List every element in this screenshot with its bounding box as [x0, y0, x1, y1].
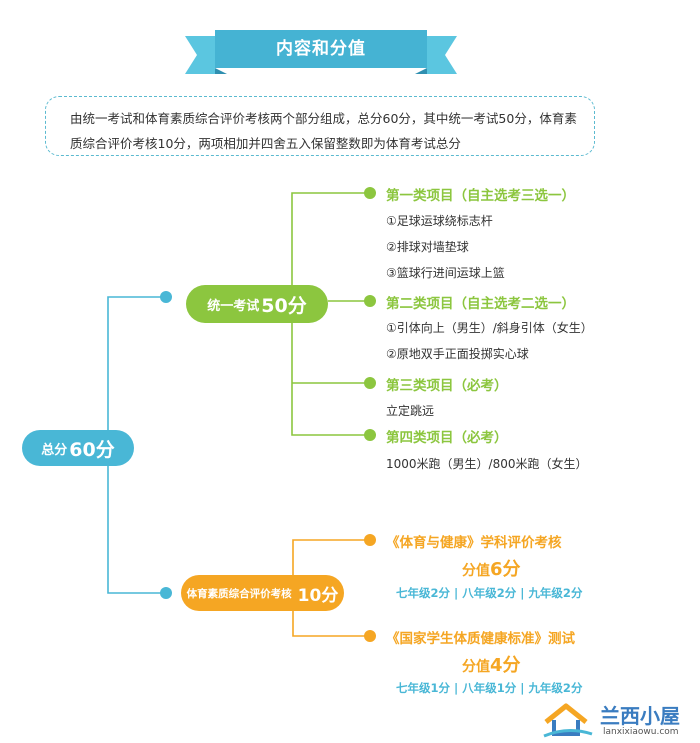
intro-line-2: 质综合评价考核10分，两项相加并四舍五入保留整数即为体育考试总分 — [70, 136, 461, 151]
category-2-item-1: ①引体向上（男生）/斜身引体（女生） — [386, 321, 593, 335]
pe-part-2-grade-9: 九年级2分 — [528, 681, 583, 695]
total-score: 60分 — [69, 438, 115, 461]
category-1-item-2: ②排球对墙垫球 — [386, 240, 469, 254]
pe-part-1-score-value: 6分 — [490, 559, 521, 580]
intro-line-1: 由统一考试和体育素质综合评价考核两个部分组成，总分60分，其中统一考试50分，体… — [70, 111, 577, 126]
pe-branch-dot — [160, 587, 172, 599]
banner-title: 内容和分值 — [276, 39, 366, 59]
ribbon-banner — [185, 30, 457, 74]
pe-part-2-score: 分值4分 — [462, 651, 521, 677]
intro-box: 由统一考试和体育素质综合评价考核两个部分组成，总分60分，其中统一考试50分，体… — [45, 96, 595, 156]
pe-part-2-title: 《国家学生体质健康标准》测试 — [386, 631, 575, 647]
pe-part-2-score-prefix: 分值 — [462, 659, 490, 675]
pe-part-2-grade-8: 八年级1分 — [462, 681, 517, 695]
total-label: 总分 — [41, 442, 68, 458]
pe-label: 体育素质综合评价考核 — [186, 587, 292, 600]
category-4-title: 第四类项目（必考） — [386, 430, 508, 446]
pe-part-1-grade-7: 七年级2分 — [396, 586, 451, 600]
category-2-title: 第二类项目（自主选考二选一） — [386, 296, 575, 312]
pe-part-2-score-value: 4分 — [490, 655, 521, 676]
category-3-item-1: 立定跳远 — [386, 404, 435, 418]
pe-part-2-dot — [364, 630, 376, 642]
watermark-name: 兰西小屋 — [600, 704, 680, 728]
pe-part-1-score: 分值6分 — [462, 555, 521, 581]
pe-part-2-grade-7: 七年级1分 — [396, 681, 451, 695]
pe-part-1-grade-8: 八年级2分 — [462, 586, 517, 600]
category-4-item-1: 1000米跑（男生）/800米跑（女生） — [386, 457, 588, 471]
category-2-item-2: ②原地双手正面投掷实心球 — [386, 347, 529, 361]
pe-part-1-grade-9: 九年级2分 — [528, 586, 583, 600]
category-1-dot — [364, 187, 376, 199]
pe-part-1-grades: 七年级2分|八年级2分|九年级2分 — [396, 586, 583, 600]
pe-part-1-title: 《体育与健康》学科评价考核 — [386, 535, 562, 551]
pe-part-1-dot — [364, 534, 376, 546]
pe-part-1-score-prefix: 分值 — [462, 563, 490, 579]
category-2-dot — [364, 295, 376, 307]
pe-part-2-grades: 七年级1分|八年级1分|九年级2分 — [396, 681, 583, 695]
pe-score: 10分 — [297, 585, 339, 606]
category-1-item-1: ①足球运球绕标志杆 — [386, 214, 493, 228]
unified-branch-dot — [160, 291, 172, 303]
pe-evaluation-pill: 体育素质综合评价考核 10分 — [181, 575, 344, 611]
category-3-title: 第三类项目（必考） — [386, 378, 508, 394]
unified-label: 统一考试 — [207, 298, 260, 314]
watermark-url: lanxixiaowu.com — [603, 727, 679, 737]
house-logo-icon — [543, 703, 593, 738]
category-4-dot — [364, 429, 376, 441]
category-1-title: 第一类项目（自主选考三选一） — [386, 188, 575, 204]
category-3-dot — [364, 377, 376, 389]
unified-score: 50分 — [261, 294, 307, 317]
category-1-item-3: ③篮球行进间运球上篮 — [386, 266, 505, 280]
